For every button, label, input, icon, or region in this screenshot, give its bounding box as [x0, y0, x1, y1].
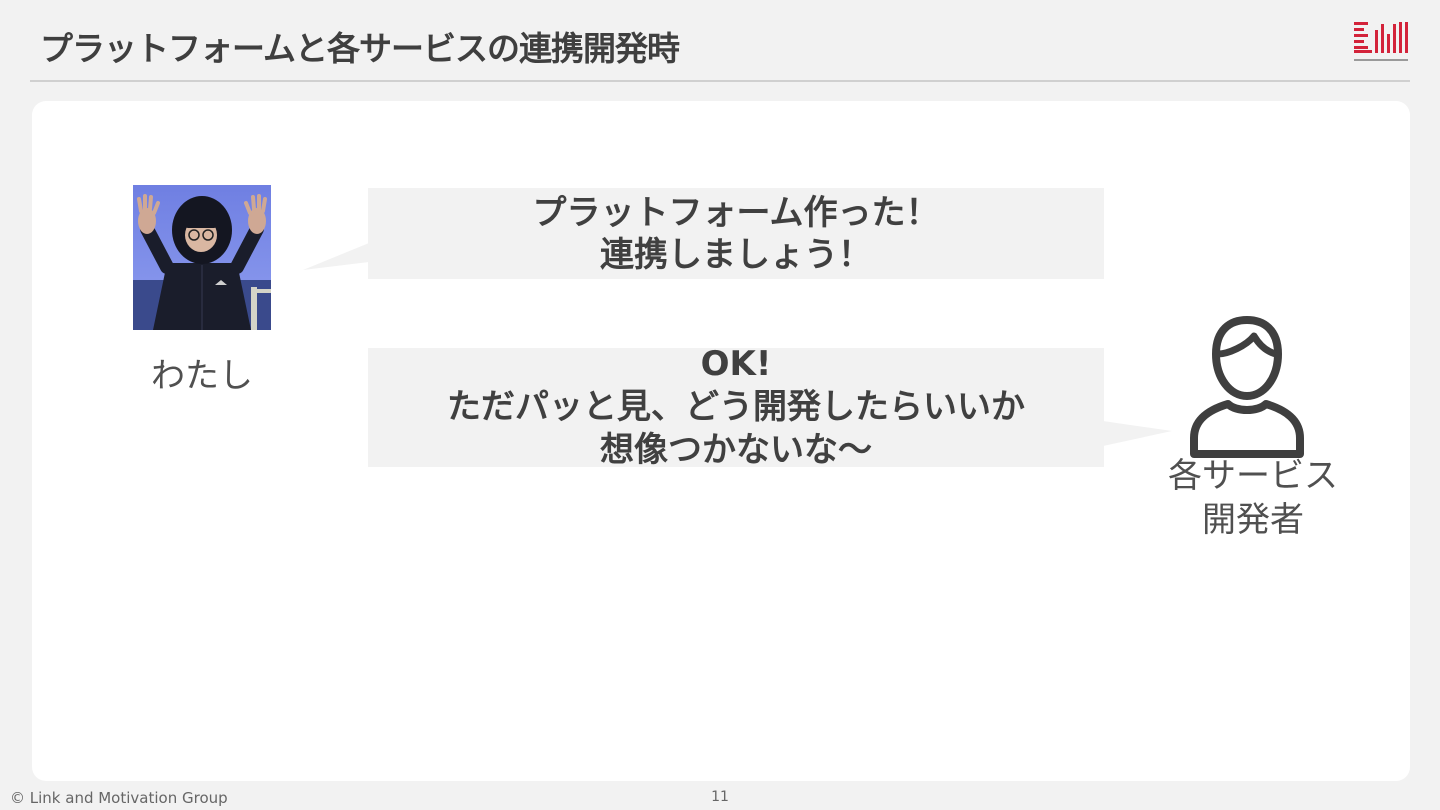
lmg-logo-icon: [1350, 20, 1412, 66]
page-number: 11: [711, 789, 729, 805]
copyright-text: © Link and Motivation Group: [10, 789, 228, 807]
developer-label-line-2: 開発者: [1202, 500, 1304, 540]
person-photo: [133, 185, 271, 330]
developer-label-line-1: 各サービス: [1168, 456, 1338, 496]
bubble-2-line-1: OK!: [700, 344, 772, 384]
speech-bubble-2: OK! ただパッと見、どう開発したらいいか 想像つかないな～: [368, 344, 1104, 470]
developer-label: 各サービス 開発者: [1150, 454, 1356, 542]
bubble-2-line-2: ただパッと見、どう開発したらいいか: [447, 387, 1025, 427]
user-outline-icon: [1186, 315, 1308, 458]
me-label: わたし: [151, 356, 253, 396]
slide-title: プラットフォームと各サービスの連携開発時: [40, 29, 680, 68]
bubble-2-line-3: 想像つかないな～: [600, 430, 872, 470]
bubble-1-line-2: 連携しましょう！: [600, 234, 872, 275]
bubble-1-line-1: プラットフォーム作った！: [532, 192, 940, 233]
title-divider: [30, 80, 1410, 82]
speech-bubble-1: プラットフォーム作った！ 連携しましょう！: [368, 188, 1104, 279]
